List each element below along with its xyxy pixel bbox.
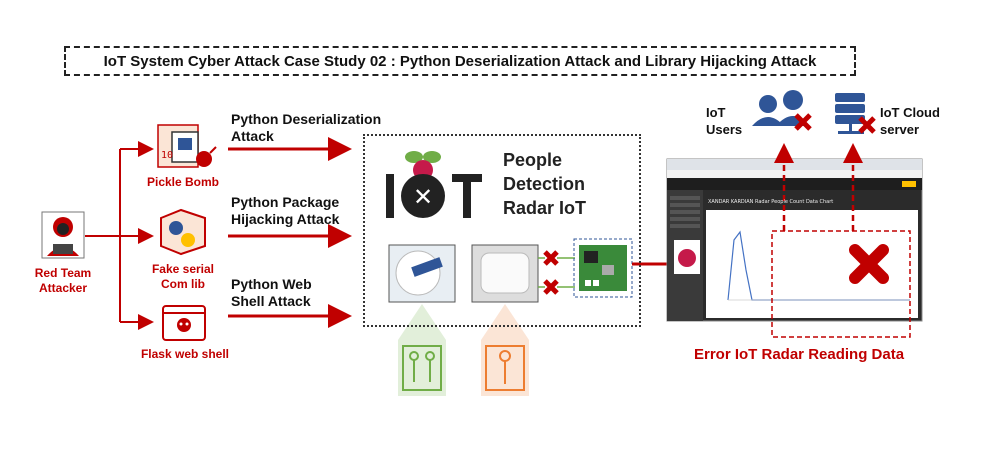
web-shell-icon xyxy=(162,305,206,341)
attacker-label-line1: Red Team xyxy=(34,266,92,280)
attack-label-webshell: Python Web Shell Attack xyxy=(231,276,312,310)
attacker-label-line2: Attacker xyxy=(38,281,88,295)
python-package-icon xyxy=(160,208,206,256)
dashboard-window xyxy=(666,158,923,322)
green-detection-beam xyxy=(398,304,446,340)
pickle-bomb-label: Pickle Bomb xyxy=(146,175,220,189)
cloud-label: IoT Cloud server xyxy=(880,104,940,138)
radar-sensor-image-2 xyxy=(471,244,539,303)
iot-title-line1: People xyxy=(503,150,563,170)
iot-title-line2: Detection xyxy=(503,174,586,194)
error-x-icon xyxy=(849,244,889,284)
attack-label-hijacking-line1: Python Package xyxy=(231,194,340,210)
raspberry-pi-board-icon xyxy=(573,238,633,298)
web-shell-label: Flask web shell xyxy=(140,347,230,361)
hacker-icon xyxy=(41,211,85,259)
sensor-links xyxy=(538,257,575,288)
fake-serial-label-line1: Fake serial xyxy=(151,262,215,276)
fake-serial-label-line2: Com lib xyxy=(161,277,205,291)
two-people-icon xyxy=(402,345,442,391)
one-person-icon xyxy=(485,345,525,391)
raspberry-pi-logo: ✕ xyxy=(386,151,482,218)
blocked-link-icon xyxy=(543,250,559,295)
radar-sensor-image-1 xyxy=(388,244,456,303)
error-label: Error IoT Radar Reading Data xyxy=(694,346,905,363)
server-icon xyxy=(835,93,865,134)
blocked-upload-arrows xyxy=(774,143,863,231)
attack-label-hijacking-line2: Hijacking Attack xyxy=(231,211,340,227)
attack-branch-connector xyxy=(85,141,154,330)
cloud-label-line1: IoT Cloud xyxy=(880,105,940,120)
error-region xyxy=(771,230,911,338)
attack-label-hijacking: Python Package Hijacking Attack xyxy=(231,194,339,228)
attack-label-deserialization-line2: Attack xyxy=(231,128,274,144)
orange-detection-beam xyxy=(481,304,529,340)
iot-device-title: People Detection Radar IoT xyxy=(503,148,586,220)
cloud-label-line2: server xyxy=(880,122,920,137)
iot-device-box xyxy=(363,134,641,327)
diagram-title: IoT System Cyber Attack Case Study 02 : … xyxy=(64,46,856,76)
users-label: IoT Users xyxy=(706,104,742,138)
svg-text:10: 10 xyxy=(161,150,173,161)
iot-title-line3: Radar IoT xyxy=(503,198,587,218)
svg-text:✕: ✕ xyxy=(413,183,433,211)
dashboard-heading: XANDAR KARDIAN Radar People Count Data C… xyxy=(708,199,834,205)
users-blocked-icon xyxy=(794,113,812,131)
green-beam-base xyxy=(398,340,446,396)
attack-label-webshell-line1: Python Web xyxy=(231,276,312,292)
attacker-label: Red Team Attacker xyxy=(28,266,98,296)
attack-label-deserialization: Python Deserialization Attack xyxy=(231,111,381,145)
fake-serial-label: Fake serial Com lib xyxy=(138,262,228,292)
pickle-bomb-icon: 10 xyxy=(157,124,217,168)
attack-arrows xyxy=(228,137,352,328)
attack-label-webshell-line2: Shell Attack xyxy=(231,293,311,309)
attack-label-deserialization-line1: Python Deserialization xyxy=(231,111,382,127)
users-label-line2: Users xyxy=(706,122,743,137)
server-blocked-icon xyxy=(858,116,876,134)
users-label-line1: IoT xyxy=(706,105,726,120)
